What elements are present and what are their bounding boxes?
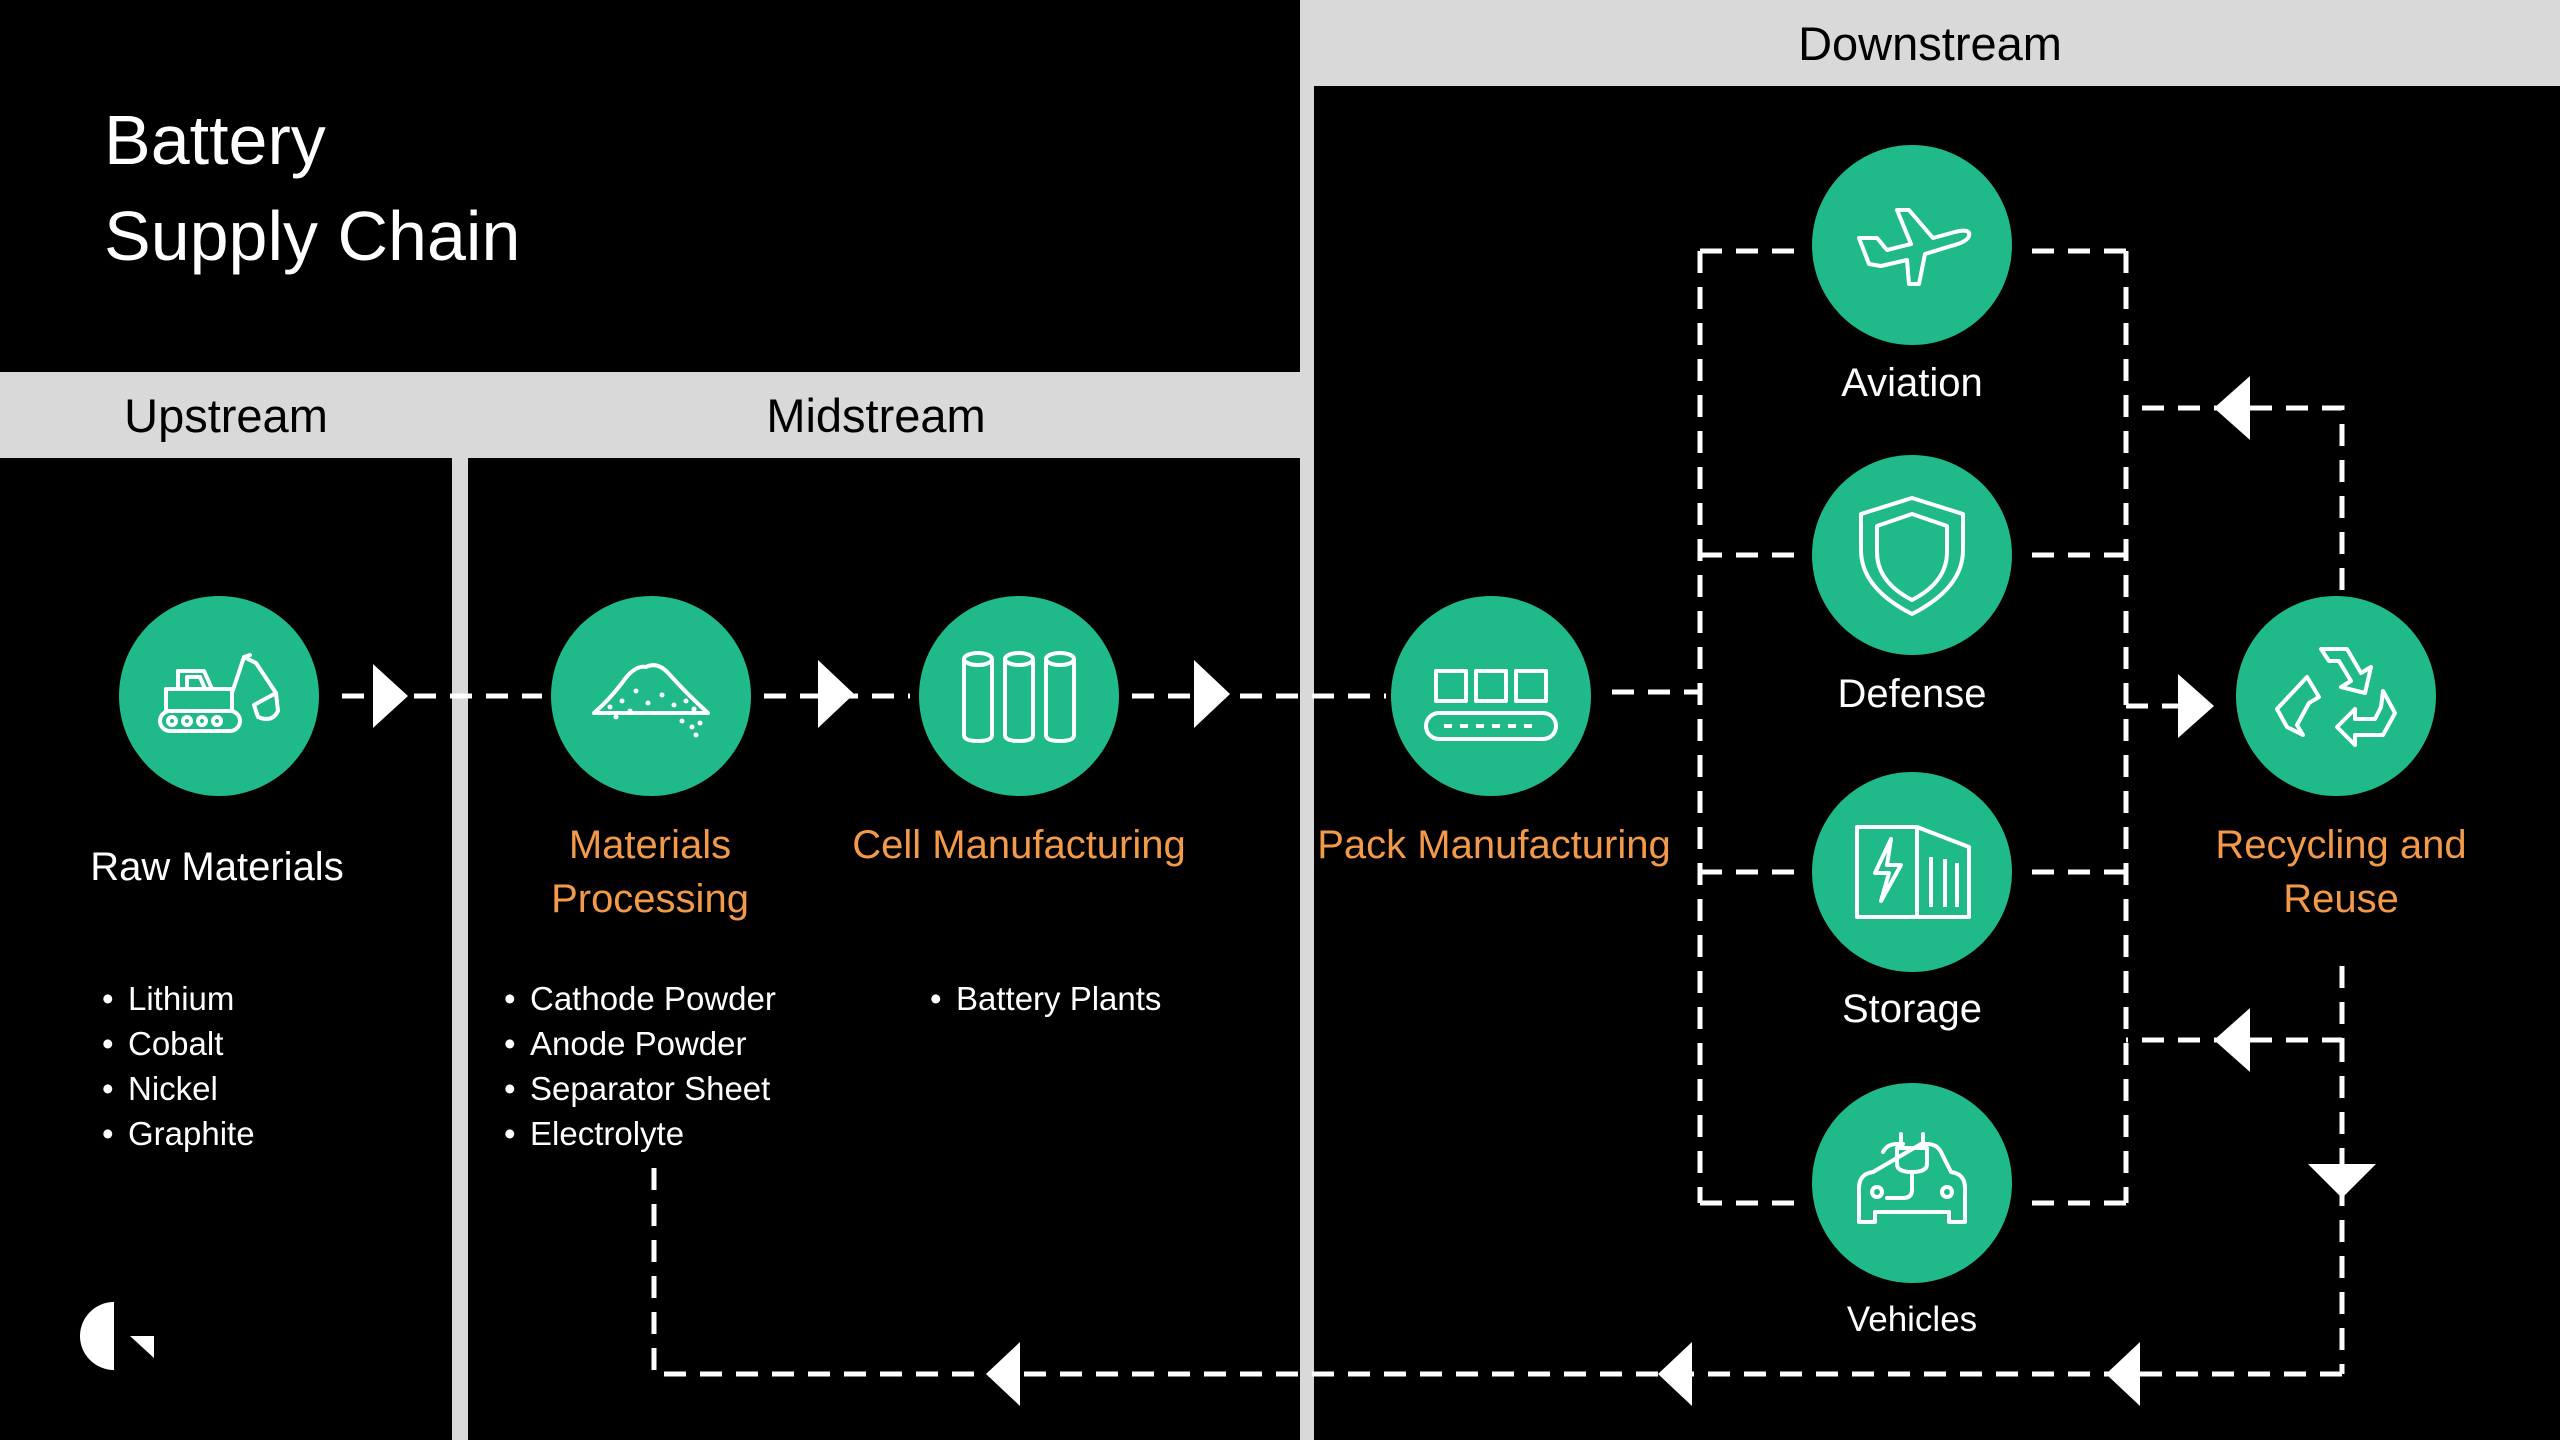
- powder-pile-icon: [592, 663, 710, 738]
- arrow-hub-to-recycling: [2178, 674, 2214, 738]
- upstream-midstream-divider: [452, 372, 468, 1440]
- recycling-label-line1: Recycling and: [2215, 823, 2467, 867]
- materials-processing-label: Materials Processing: [500, 818, 800, 926]
- aviation-node: [1812, 145, 2012, 345]
- raw-materials-list: Lithium Cobalt Nickel Graphite: [102, 976, 255, 1156]
- raw-materials-node: [119, 596, 319, 796]
- recycling-label: Recycling and Reuse: [2176, 818, 2506, 926]
- storage-label: Storage: [1841, 987, 1983, 1031]
- arrow-bottom-1: [2106, 1342, 2140, 1406]
- cell-manufacturing-list: Battery Plants: [930, 976, 1161, 1021]
- shield-icon: [1859, 496, 1965, 616]
- pack-manufacturing-node: [1391, 596, 1591, 796]
- arrow-bottom-2: [1658, 1342, 1692, 1406]
- company-logo: [78, 1296, 158, 1381]
- recycling-label-line2: Reuse: [2283, 877, 2399, 921]
- recycle-icon: [2275, 647, 2397, 747]
- list-item: Graphite: [102, 1111, 255, 1156]
- arrow-top-return: [2214, 376, 2250, 440]
- airplane-icon: [1857, 208, 1972, 286]
- arrow-bottom-return: [2214, 1008, 2250, 1072]
- list-item: Electrolyte: [504, 1111, 776, 1156]
- materials-processing-label-line1: Materials: [568, 823, 732, 867]
- aviation-label: Aviation: [1841, 361, 1983, 405]
- list-item: Nickel: [102, 1066, 255, 1111]
- page-title: Battery Supply Chain: [104, 92, 520, 284]
- conveyor-icon: [1424, 669, 1558, 741]
- link-recycling-top-return: [2126, 405, 2345, 590]
- list-item: Cathode Powder: [504, 976, 776, 1021]
- downstream-header: Downstream: [1300, 0, 2560, 86]
- materials-processing-label-line2: Processing: [551, 877, 749, 921]
- defense-label: Defense: [1837, 672, 1987, 716]
- arrow-down: [2308, 1164, 2376, 1198]
- materials-processing-node: [551, 596, 751, 796]
- midstream-title: Midstream: [766, 388, 986, 442]
- vehicles-node: [1812, 1083, 2012, 1283]
- excavator-icon: [158, 653, 280, 733]
- company-logo-icon: [79, 1302, 154, 1370]
- title-line-1: Battery: [104, 101, 326, 179]
- energy-container-icon: [1855, 825, 1971, 919]
- cell-manufacturing-label: Cell Manufacturing: [852, 823, 1186, 867]
- vehicles-label: Vehicles: [1846, 1300, 1978, 1339]
- recycling-node: [2236, 596, 2436, 796]
- arrow-bottom-3: [986, 1342, 1020, 1406]
- upstream-header: Upstream: [0, 372, 452, 458]
- midstream-header: Midstream: [452, 372, 1300, 458]
- link-bottom-return: [651, 1162, 2342, 1377]
- list-item: Separator Sheet: [504, 1066, 776, 1111]
- title-line-2: Supply Chain: [104, 197, 521, 275]
- arrow-processing-to-cell: [818, 660, 854, 728]
- downstream-divider: [1300, 0, 1314, 1440]
- list-item: Battery Plants: [930, 976, 1161, 1021]
- list-item: Anode Powder: [504, 1021, 776, 1066]
- cell-manufacturing-node: [919, 596, 1119, 796]
- battery-cells-icon: [962, 651, 1076, 743]
- raw-materials-label: Raw Materials: [90, 845, 344, 889]
- list-item: Cobalt: [102, 1021, 255, 1066]
- downstream-title: Downstream: [1798, 16, 2062, 70]
- pack-manufacturing-label: Pack Manufacturing: [1317, 823, 1671, 867]
- list-item: Lithium: [102, 976, 255, 1021]
- arrow-raw-to-processing: [373, 664, 408, 728]
- arrow-cell-to-pack: [1194, 660, 1230, 728]
- link-recycling-bottom-return: [2126, 966, 2345, 1043]
- defense-node: [1812, 455, 2012, 655]
- materials-processing-list: Cathode Powder Anode Powder Separator Sh…: [504, 976, 776, 1156]
- upstream-title: Upstream: [124, 388, 328, 442]
- ev-car-plug-icon: [1857, 1132, 1967, 1224]
- storage-node: [1812, 772, 2012, 972]
